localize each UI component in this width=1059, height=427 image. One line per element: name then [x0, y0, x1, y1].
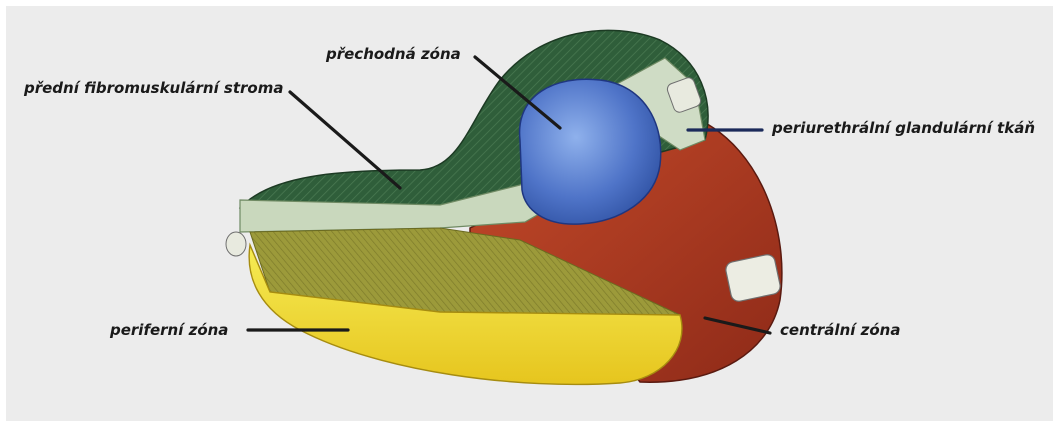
label-peripheral-zone: periferní zóna	[110, 321, 228, 339]
label-transition-zone: přechodná zóna	[326, 45, 461, 63]
label-central-zone: centrální zóna	[780, 321, 900, 339]
urethra-cap-left	[226, 232, 246, 256]
label-periurethral-tissue: periurethrální glandulární tkáň	[772, 119, 1035, 137]
label-anterior-stroma: přední fibromuskulární stroma	[24, 79, 283, 97]
transition-zone-shape	[520, 79, 661, 224]
